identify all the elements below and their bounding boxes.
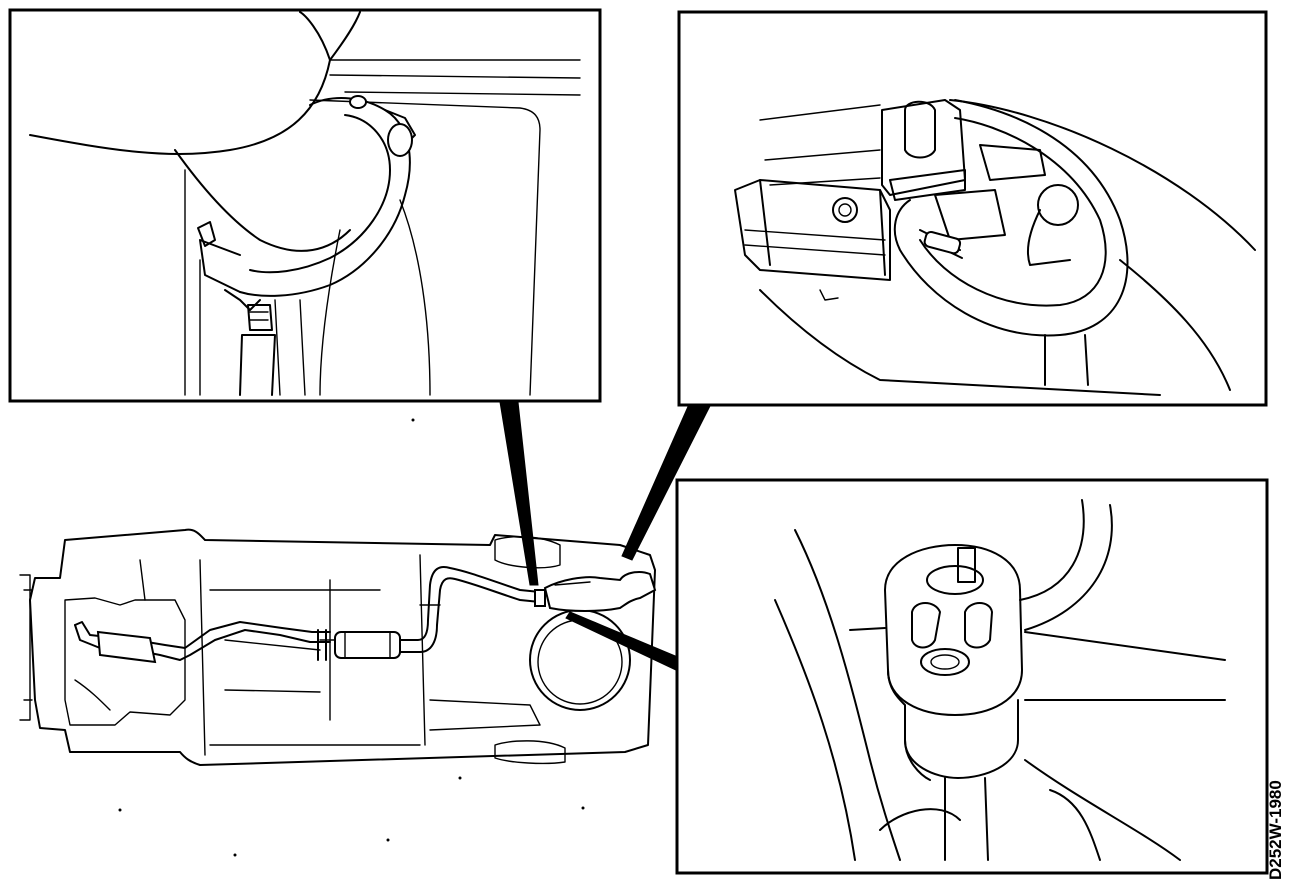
rear-mount-detail-panel <box>677 10 1268 407</box>
figure-reference-code: D252W-1980 <box>1266 780 1285 880</box>
leader-front-clamp <box>499 401 539 586</box>
print-specks <box>118 418 585 857</box>
front-clamp-detail-panel <box>8 8 602 403</box>
vehicle-underside-overview <box>19 528 657 766</box>
leader-insulator <box>565 611 681 673</box>
hanger-insulator-detail-panel <box>675 478 1269 875</box>
